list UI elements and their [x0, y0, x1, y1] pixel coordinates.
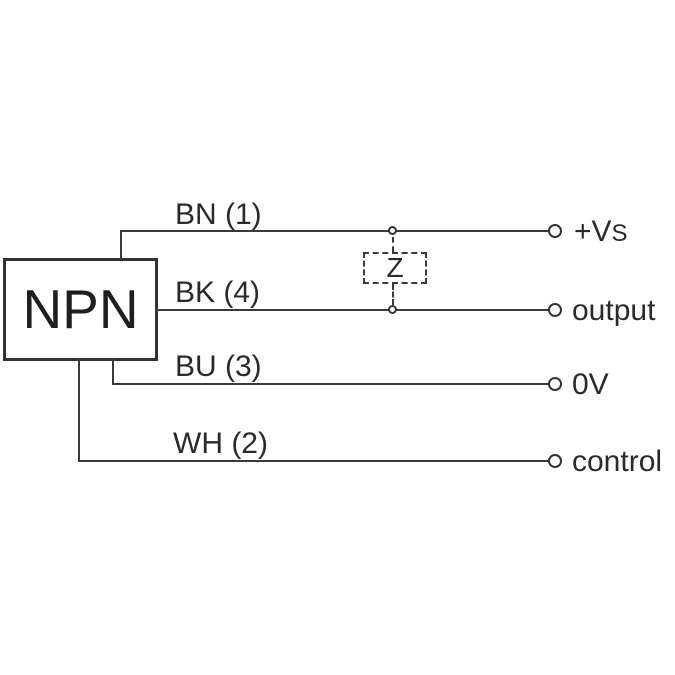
wire-label-wh: WH (2)	[173, 427, 268, 460]
wire-wh-vertical-segment	[78, 358, 80, 462]
wire-bu-line	[112, 383, 549, 385]
terminal-label-vs: +VS	[574, 217, 628, 247]
wire-label-bn: BN (1)	[175, 198, 262, 231]
wire-label-bk: BK (4)	[175, 276, 261, 309]
sensor-body-box: NPN	[3, 258, 158, 361]
wire-bk-line	[155, 309, 549, 311]
wire-label-bu: BU (3)	[175, 350, 262, 383]
wire-bu-vertical-segment	[112, 358, 114, 385]
load-impedance-box: Z	[363, 252, 427, 284]
load-connector-bottom	[392, 284, 394, 305]
terminal-label-vs-subscript: S	[611, 220, 628, 247]
terminal-label-vs-main: +V	[574, 215, 612, 248]
wire-bn-vertical-segment	[120, 230, 122, 260]
terminal-output	[548, 303, 562, 317]
terminal-label-output: output	[572, 294, 656, 327]
wire-bn-line	[120, 230, 549, 232]
sensor-type-label: NPN	[22, 278, 139, 340]
terminal-control	[548, 454, 562, 468]
junction-node-output	[388, 305, 397, 314]
terminal-label-0v: 0V	[572, 368, 609, 401]
load-connector-top	[392, 237, 394, 252]
junction-node-vs	[388, 226, 397, 235]
load-impedance-label: Z	[386, 252, 404, 283]
terminal-vs	[548, 224, 562, 238]
terminal-0v	[548, 377, 562, 391]
wire-wh-line	[78, 460, 549, 462]
terminal-label-control: control	[572, 445, 663, 478]
